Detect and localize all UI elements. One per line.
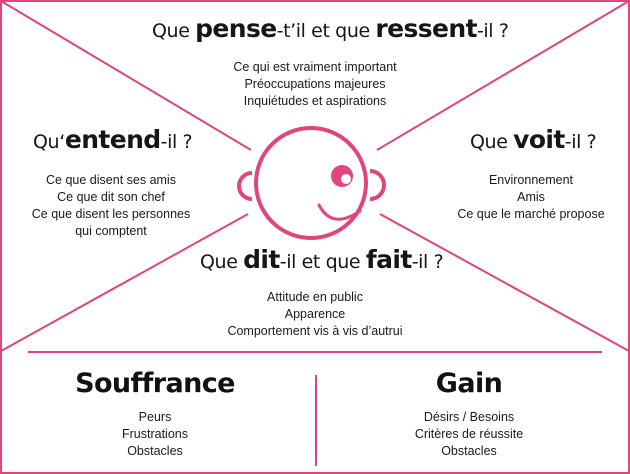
list-item: Obstacles <box>127 444 183 458</box>
right-question-bold-voit: voit <box>513 125 565 154</box>
bottom-question-bold-dit: dit <box>243 245 280 274</box>
diagonal-top-right <box>376 0 630 151</box>
head-icon <box>237 126 386 240</box>
list-item: Critères de réussite <box>414 427 524 441</box>
gain-items: Désirs / Besoins Critères de réussite Ob… <box>374 409 564 460</box>
gain-title: Gain <box>435 368 503 399</box>
bottom-question-bold-fait: fait <box>365 245 412 274</box>
list-item: Amis <box>517 190 545 204</box>
list-item: Ce que disent ses amis <box>46 173 176 187</box>
diagonal-bottom-right <box>379 213 630 352</box>
list-item: Préoccupations majeures <box>244 77 386 91</box>
list-item: Ce que le marché propose <box>457 207 605 221</box>
pain-title: Souffrance <box>75 368 235 399</box>
right-question: Que voit-il ? <box>470 125 597 154</box>
top-question-bold-ressent: ressent <box>375 14 477 43</box>
list-item: Frustrations <box>122 427 188 441</box>
list-item: Désirs / Besoins <box>423 410 515 424</box>
list-item: Environnement <box>488 173 574 187</box>
bottom-question: Que dit-il et que fait-il ? <box>200 245 444 274</box>
top-items: Ce qui est vraiment important Préoccupat… <box>215 59 415 110</box>
list-item: Inquiétudes et aspirations <box>243 94 387 108</box>
top-question-bold-pense: pense <box>195 14 277 43</box>
list-item: Ce que disent les personnes <box>31 207 191 221</box>
list-item: Ce que dit son chef <box>57 190 165 204</box>
top-question: Que pense-t’il et que ressent-il ? <box>152 14 509 43</box>
list-item: Attitude en public <box>267 290 363 304</box>
diagonal-bottom-left <box>0 213 249 352</box>
list-item: Obstacles <box>441 444 497 458</box>
list-item: Ce qui est vraiment important <box>233 60 397 74</box>
diagonal-top-left <box>0 0 252 151</box>
left-question: Qu‘entend-il ? <box>33 125 193 154</box>
left-question-bold-entend: entend <box>64 125 161 154</box>
right-items: Environnement Amis Ce que le marché prop… <box>446 172 616 223</box>
pain-items: Peurs Frustrations Obstacles <box>60 409 250 460</box>
list-item: Apparence <box>284 307 346 321</box>
left-items: Ce que disent ses amis Ce que dit son ch… <box>26 172 196 240</box>
list-item: Peurs <box>138 410 172 424</box>
list-item: Comportement vis à vis d’autrui <box>227 324 403 338</box>
list-item: qui comptent <box>75 224 147 238</box>
bottom-items: Attitude en public Apparence Comportemen… <box>215 289 415 340</box>
